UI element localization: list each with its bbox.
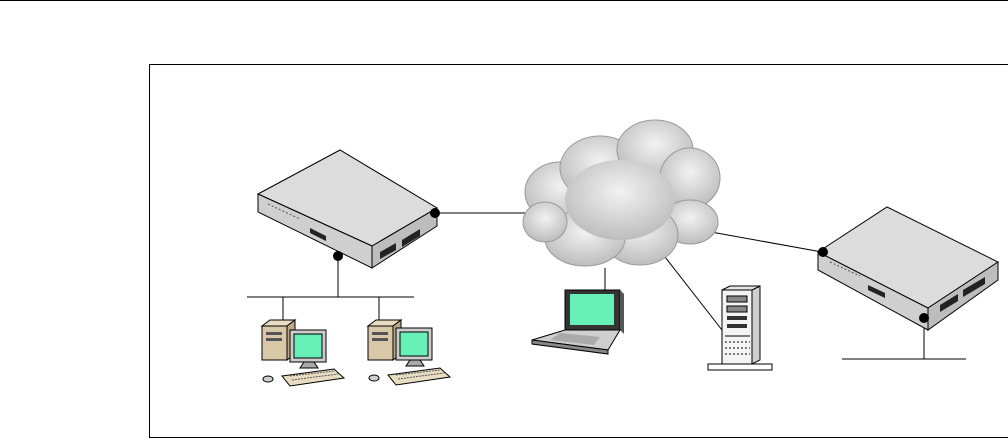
workstation-1[interactable] — [262, 320, 344, 386]
link-cloud-router-right — [700, 230, 822, 252]
internet-cloud[interactable] — [523, 120, 720, 266]
router-right[interactable] — [818, 207, 998, 330]
port-dot — [818, 247, 828, 257]
port-dot — [333, 251, 343, 261]
link-cloud-server — [658, 248, 722, 330]
router-left[interactable] — [258, 150, 440, 268]
port-dot — [919, 313, 929, 323]
port-dot — [430, 208, 440, 218]
laptop[interactable] — [532, 290, 624, 354]
workstation-2[interactable] — [368, 320, 450, 385]
server[interactable] — [708, 286, 772, 370]
